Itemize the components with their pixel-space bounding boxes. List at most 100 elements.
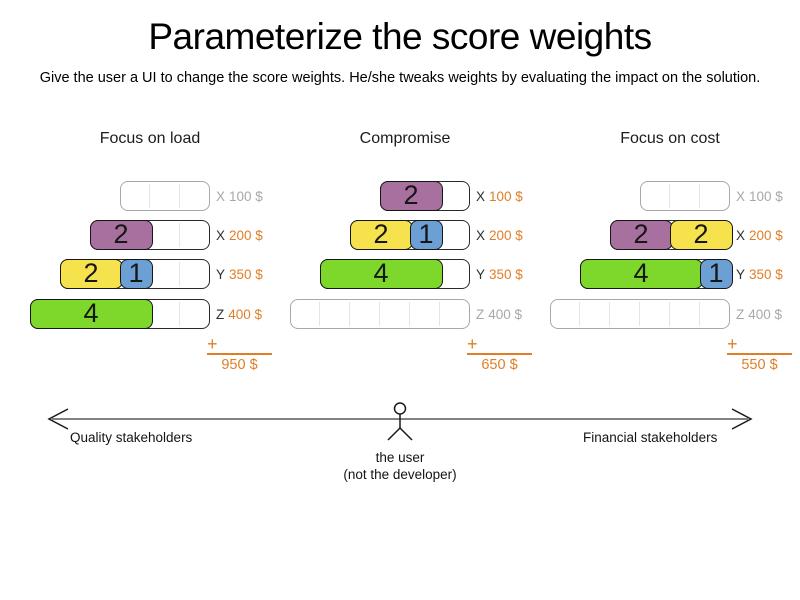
weight-block: 1	[119, 258, 153, 289]
total-amount: 950 $	[221, 357, 258, 373]
row-letter: X	[476, 227, 486, 243]
row-amount: 350 $	[229, 266, 263, 282]
row-letter: Z	[476, 306, 485, 322]
weight-box: 4	[29, 298, 210, 329]
weight-block: 2	[349, 219, 413, 250]
scenario-title: Compromise	[359, 130, 451, 147]
cell-separator-line	[669, 184, 670, 208]
row-letter: Y	[736, 266, 746, 282]
financial-stakeholders-label: Financial stakeholders	[583, 430, 718, 445]
weight-box: 4	[319, 258, 470, 289]
weight-block-value: 2	[403, 180, 419, 210]
weight-block: 1	[409, 219, 443, 250]
cell-separator-line	[409, 302, 410, 326]
cell-separator-line	[179, 302, 180, 326]
cell-separator-line	[699, 184, 700, 208]
weight-block: 2	[89, 219, 153, 250]
weight-box	[640, 181, 730, 211]
row-amount: 200 $	[749, 227, 783, 243]
cell-separator-line	[149, 184, 150, 208]
weight-box	[120, 181, 210, 211]
cell-separator-line	[349, 302, 350, 326]
total-amount: 550 $	[741, 357, 778, 373]
weight-block: 1	[699, 258, 733, 289]
weight-block: 2	[59, 258, 123, 289]
weight-block-value: 2	[693, 219, 709, 249]
plus-sign: +	[727, 334, 738, 354]
weight-block-value: 1	[128, 258, 144, 288]
cell-separator-line	[319, 302, 320, 326]
cell-separator-line	[669, 302, 670, 326]
row-letter: X	[736, 227, 746, 243]
weight-box: 2	[89, 219, 210, 250]
weight-block: 2	[379, 180, 443, 211]
cell-separator-line	[439, 302, 440, 326]
weight-block-value: 1	[708, 258, 724, 288]
weight-block-value: 4	[633, 258, 649, 288]
row-amount: 400 $	[748, 306, 783, 322]
cell-separator-line	[699, 302, 700, 326]
weight-block: 2	[609, 219, 673, 250]
weight-box	[290, 299, 470, 329]
page-subtitle: Give the user a UI to change the score w…	[39, 70, 761, 86]
weight-block: 4	[29, 298, 153, 329]
row-amount: 100 $	[229, 188, 263, 204]
weight-block-value: 2	[373, 219, 389, 249]
quality-stakeholders-label: Quality stakeholders	[70, 430, 193, 445]
row-letter: Y	[216, 266, 226, 282]
row-amount: 400 $	[228, 306, 263, 322]
cell-separator-line	[579, 302, 580, 326]
scenario-title: Focus on cost	[620, 130, 720, 147]
row-letter: X	[736, 188, 746, 204]
cell-separator-line	[179, 223, 180, 247]
row-letter: Z	[216, 306, 225, 322]
row-letter: X	[476, 188, 486, 204]
row-amount: 100 $	[489, 188, 523, 204]
row-letter: Y	[476, 266, 486, 282]
weight-block-value: 2	[633, 219, 649, 249]
cell-separator-line	[179, 262, 180, 286]
row-amount: 100 $	[749, 188, 783, 204]
user-caption-line1: the user	[375, 450, 425, 465]
plus-sign: +	[467, 334, 478, 354]
sum-line	[467, 353, 532, 355]
row-letter: X	[216, 188, 226, 204]
weight-block-value: 2	[83, 258, 99, 288]
plus-sign: +	[207, 334, 218, 354]
sum-line	[727, 353, 792, 355]
user-caption-line2: (not the developer)	[343, 467, 457, 482]
weight-block: 4	[319, 258, 443, 289]
row-letter: Z	[736, 306, 745, 322]
row-amount: 200 $	[229, 227, 263, 243]
cell-separator-line	[639, 302, 640, 326]
row-letter: X	[216, 227, 226, 243]
row-amount: 350 $	[489, 266, 523, 282]
row-amount: 200 $	[489, 227, 523, 243]
weight-block: 2	[669, 219, 733, 250]
cell-separator-line	[179, 184, 180, 208]
weight-block-value: 4	[83, 298, 99, 328]
cell-separator-line	[379, 302, 380, 326]
weight-block-value: 4	[373, 258, 389, 288]
sum-line	[207, 353, 272, 355]
weight-block: 4	[579, 258, 703, 289]
page-title: Parameterize the score weights	[148, 16, 652, 57]
weight-box	[550, 299, 730, 329]
